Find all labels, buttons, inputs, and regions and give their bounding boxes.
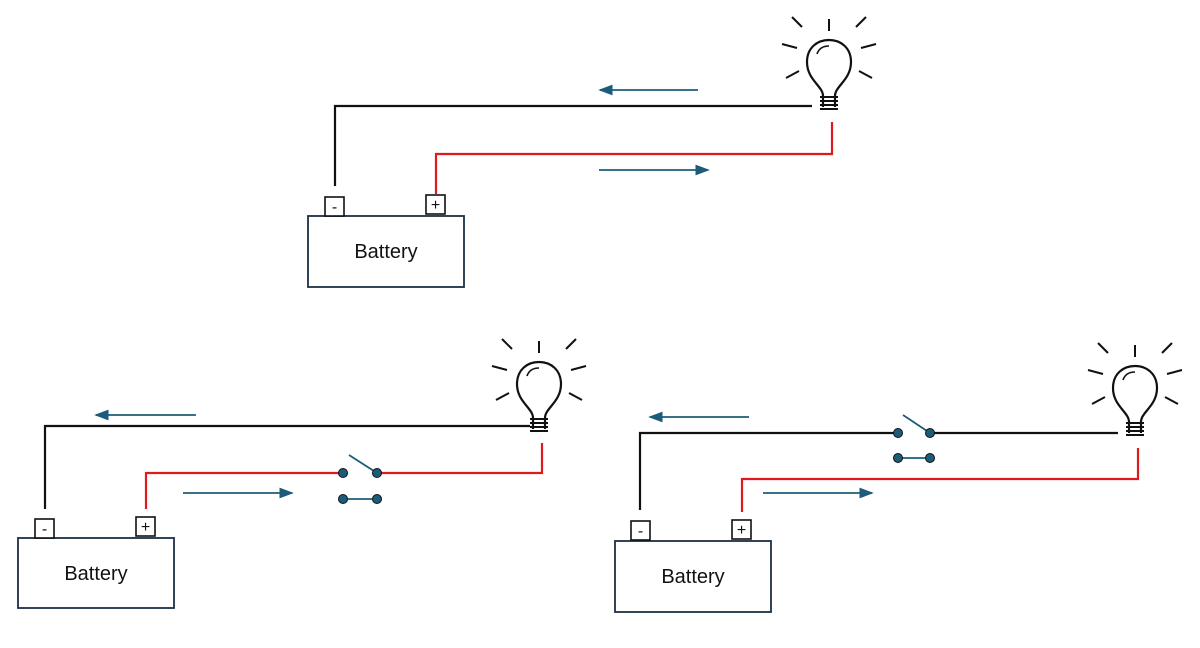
negative-terminal: - xyxy=(42,521,47,538)
negative-terminal: - xyxy=(332,199,337,216)
battery-label: Battery xyxy=(661,566,724,588)
switch xyxy=(893,414,935,463)
positive-terminal: + xyxy=(737,522,746,539)
circuit-1: Battery - + xyxy=(307,15,878,288)
battery-label: Battery xyxy=(64,563,127,585)
battery-label: Battery xyxy=(354,241,417,263)
positive-wire-to-bulb xyxy=(377,443,544,475)
negative-wire xyxy=(43,424,530,509)
circuit-3: Battery - + xyxy=(614,341,1184,613)
battery: Battery - + xyxy=(614,519,772,613)
positive-terminal: + xyxy=(141,519,150,536)
light-bulb-icon xyxy=(490,337,588,433)
battery: Battery - + xyxy=(307,194,465,288)
positive-wire xyxy=(740,448,1140,512)
negative-terminal: - xyxy=(638,523,643,540)
positive-wire xyxy=(434,122,834,194)
negative-wire xyxy=(638,431,898,510)
light-bulb-icon xyxy=(1086,341,1184,437)
positive-terminal: + xyxy=(431,197,440,214)
negative-wire xyxy=(333,104,812,186)
switch xyxy=(338,454,382,504)
positive-wire xyxy=(144,471,343,509)
light-bulb-icon xyxy=(780,15,878,111)
battery: Battery - + xyxy=(17,516,175,609)
circuit-2: Battery - + xyxy=(17,337,588,609)
